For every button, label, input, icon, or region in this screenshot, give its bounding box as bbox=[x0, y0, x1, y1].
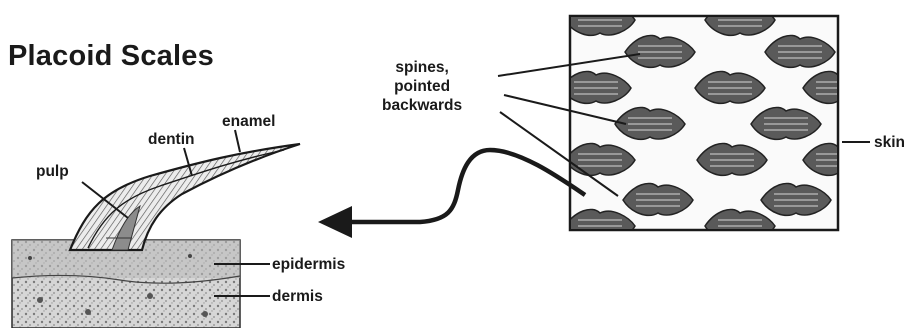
label-skin: skin bbox=[874, 134, 905, 151]
label-spines: spines, pointed backwards bbox=[382, 58, 462, 115]
label-dentin: dentin bbox=[148, 131, 195, 148]
spine-scale bbox=[705, 3, 775, 35]
tissue-cross-section bbox=[12, 240, 240, 328]
label-dermis: dermis bbox=[272, 288, 323, 305]
label-epidermis: epidermis bbox=[272, 256, 345, 273]
label-pulp: pulp bbox=[36, 163, 69, 180]
skin-panel bbox=[561, 3, 873, 241]
diagram-title: Placoid Scales bbox=[8, 40, 214, 73]
denticle bbox=[70, 144, 300, 250]
label-enamel: enamel bbox=[222, 113, 275, 130]
spine-scale bbox=[565, 3, 635, 35]
magnification-arrow bbox=[318, 150, 585, 238]
